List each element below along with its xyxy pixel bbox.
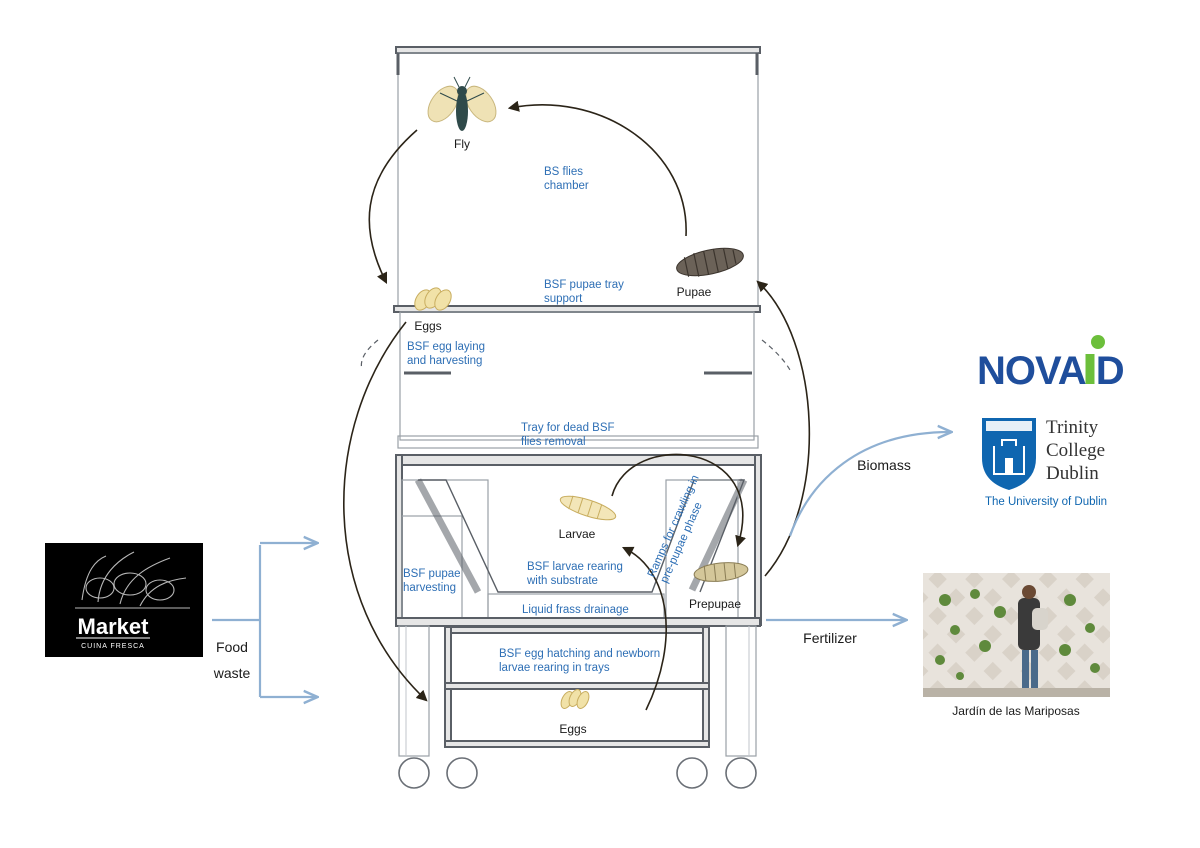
egg-laying-label: BSF egg laying — [407, 341, 485, 353]
lower-cabinet-right — [754, 454, 762, 626]
prepupae-to-pupae-arrow — [756, 280, 811, 577]
eggs-icon — [560, 689, 590, 709]
dead-flies-label: Tray for dead BSF — [521, 422, 615, 434]
svg-text:waste: waste — [213, 665, 251, 681]
pupae-harvesting-box — [401, 479, 489, 619]
hatching-to-larvae-arrow — [621, 546, 667, 711]
stage-label-fly: Fly — [454, 137, 470, 151]
garden-photo — [923, 573, 1110, 697]
trinity-logo: Trinity College Dublin The University of… — [982, 417, 1107, 508]
wheel — [676, 757, 708, 789]
stage-label-eggs-top: Eggs — [414, 319, 441, 333]
wheel — [398, 757, 430, 789]
market-logo: Market CUINA FRESCA — [45, 543, 203, 657]
svg-text:NOVAID: NOVAID — [977, 349, 1124, 393]
flies-chamber-label: BS flies — [544, 166, 583, 178]
novaid-logo: NOVAID — [977, 335, 1125, 393]
pupae-to-fly-arrow — [507, 100, 687, 237]
svg-text:Dublin: Dublin — [1046, 463, 1099, 484]
top-frame — [395, 46, 761, 54]
stage-label-prepupae: Prepupae — [689, 597, 741, 611]
hatching-tray-divider — [444, 682, 710, 690]
wheel — [446, 757, 478, 789]
pupae-icon — [676, 247, 744, 277]
life-cycle-arrows — [343, 100, 811, 711]
svg-text:chamber: chamber — [544, 180, 589, 192]
svg-text:College: College — [1046, 440, 1105, 461]
pupae-tray-support-bar — [393, 305, 761, 313]
eggs-to-hatching-arrow — [343, 321, 428, 702]
fly-to-eggs-arrow — [368, 129, 418, 285]
larvae-icon — [559, 495, 617, 521]
food-waste-arrow — [212, 543, 316, 697]
dead-flies-tray — [397, 435, 759, 449]
food-waste-label: Food — [216, 639, 248, 655]
prepupae-icon — [693, 562, 749, 582]
svg-text:and harvesting: and harvesting — [407, 355, 482, 367]
stage-label-eggs-bottom: Eggs — [559, 722, 586, 736]
eggs-icon — [414, 287, 452, 311]
stage-label-larvae: Larvae — [559, 527, 596, 541]
market-tagline: CUINA FRESCA — [81, 643, 145, 650]
biomass-arrow — [788, 432, 950, 537]
frass-drainage-label: Liquid frass drainage — [522, 604, 629, 616]
svg-text:harvesting: harvesting — [403, 582, 456, 594]
egg-laying-chamber — [399, 311, 755, 441]
trinity-subtitle: The University of Dublin — [985, 496, 1107, 508]
lower-shelf-bar — [395, 617, 761, 627]
pupae-harvesting-label: BSF pupae — [403, 568, 461, 580]
unit-structure — [360, 46, 791, 789]
fly-icon — [427, 76, 497, 131]
larvae-rearing-label: BSF larvae rearing — [527, 561, 623, 573]
larvae-to-prepupae-arrow — [611, 453, 746, 548]
svg-text:with substrate: with substrate — [526, 575, 598, 587]
trinity-crest-icon — [982, 418, 1036, 490]
lower-cabinet-left — [395, 454, 403, 626]
wheel — [725, 757, 757, 789]
svg-text:Trinity: Trinity — [1046, 417, 1099, 438]
svg-text:flies removal: flies removal — [521, 436, 586, 448]
stage-label-pupae: Pupae — [677, 285, 712, 299]
hatching-trays-label: BSF egg hatching and newborn — [499, 648, 660, 660]
svg-text:larvae rearing in trays: larvae rearing in trays — [499, 662, 610, 674]
garden-caption: Jardín de las Mariposas — [952, 704, 1079, 718]
fertilizer-label: Fertilizer — [803, 630, 857, 646]
biomass-label: Biomass — [857, 457, 911, 473]
leg-right — [725, 625, 757, 757]
pupae-support-label: BSF pupae tray — [544, 279, 624, 291]
leg-left — [398, 625, 430, 757]
market-name: Market — [78, 614, 150, 639]
svg-text:support: support — [544, 293, 583, 305]
